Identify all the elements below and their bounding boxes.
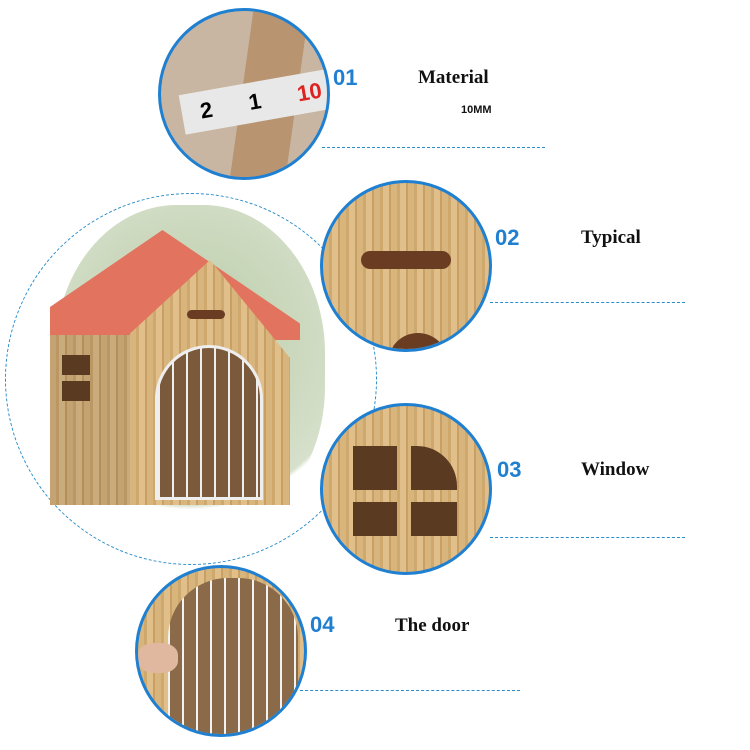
window-closeup (320, 403, 492, 575)
divider-line (322, 147, 545, 148)
divider-line (490, 302, 685, 303)
bone-cutout (361, 251, 451, 269)
tape-mark: 10 (295, 77, 324, 107)
tape-mark: 1 (246, 88, 264, 115)
feature-title: Window (581, 459, 650, 480)
window-pane (353, 502, 397, 536)
feature-detail: 10MM (461, 104, 492, 116)
feature-title: Material (418, 67, 489, 88)
feature-number: 01 (333, 65, 358, 90)
feature-number: 02 (495, 225, 520, 250)
door-closeup (135, 565, 307, 737)
window-pane (353, 446, 397, 490)
side-window (62, 355, 90, 407)
door-arch (388, 333, 448, 349)
feature-number: 04 (310, 612, 335, 637)
hand (138, 643, 178, 673)
feature-number: 03 (497, 457, 522, 482)
bone-closeup (320, 180, 492, 352)
feature-title: The door (395, 615, 470, 636)
window-pane (411, 446, 457, 490)
cage-door (155, 345, 263, 500)
feature-title: Typical (581, 227, 641, 248)
dog-house (50, 230, 300, 510)
cage-door (168, 578, 298, 734)
main-dashed-circle (5, 193, 377, 565)
bone-cutout (187, 310, 225, 319)
divider-line (490, 537, 685, 538)
tape-mark: 2 (198, 96, 215, 124)
divider-line (300, 690, 520, 691)
window-pane (411, 502, 457, 536)
material-closeup: 2 1 10 (158, 8, 330, 180)
